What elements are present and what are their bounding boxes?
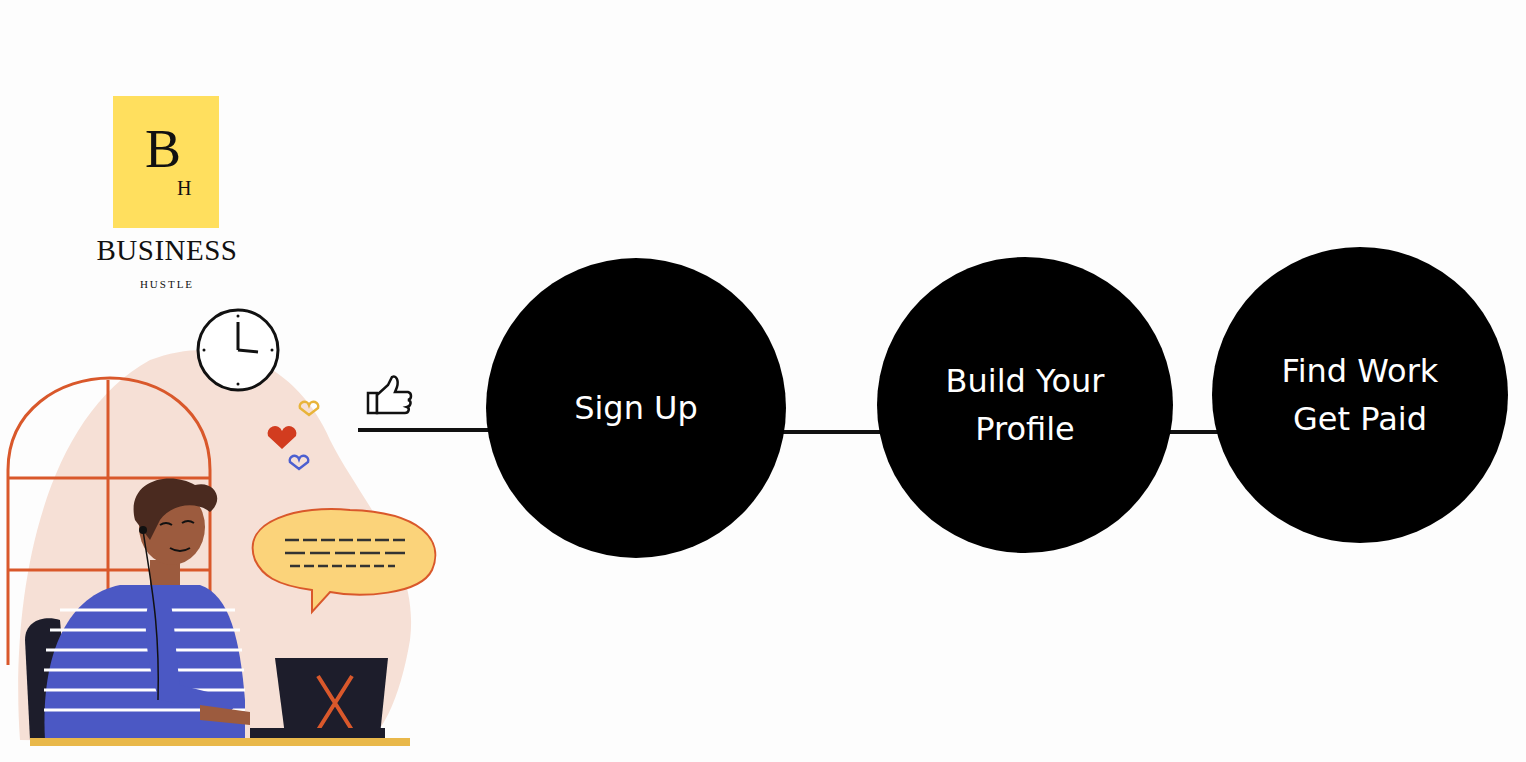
heart — [300, 402, 318, 415]
laptop — [250, 658, 388, 738]
step-circle: Sign Up — [486, 258, 786, 558]
logo-letter: B — [145, 122, 181, 176]
connector-line — [782, 430, 881, 434]
step-label: Find Work Get Paid — [1265, 347, 1455, 443]
connector-line — [1169, 430, 1219, 434]
heart — [290, 456, 308, 469]
speech-bubble — [253, 509, 436, 612]
logo-square: BH — [113, 96, 219, 228]
person — [44, 478, 250, 740]
step-label: Sign Up — [574, 384, 698, 432]
thumbs-up — [368, 377, 411, 413]
desk — [30, 738, 410, 746]
clock — [198, 310, 278, 390]
brand-name: HUSTLE — [140, 279, 194, 290]
heart — [268, 426, 297, 449]
logo-letter: H — [177, 178, 191, 198]
step-circle: Build Your Profile — [877, 257, 1173, 553]
step-circle: Find Work Get Paid — [1212, 247, 1508, 543]
lead-line — [358, 428, 490, 432]
step-label: Build Your Profile — [930, 357, 1120, 453]
brand-name: BUSINESS — [97, 236, 238, 265]
